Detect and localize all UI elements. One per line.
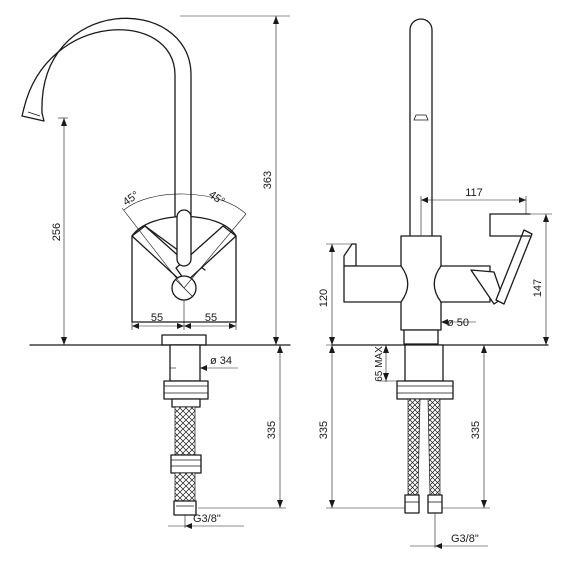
side-hose-length-left-label: 335	[318, 421, 330, 439]
front-spout-outlet	[21, 107, 45, 122]
side-reach-label: 117	[465, 187, 483, 199]
front-angle-arc	[123, 193, 247, 215]
front-spout-inner	[41, 17, 192, 247]
side-hose-right	[427, 398, 441, 496]
front-view: 45° 45° 363 256	[21, 15, 291, 529]
front-hose-length-label: 335	[266, 421, 278, 439]
front-thread-label: G3/8"	[193, 513, 221, 525]
front-lever-center	[176, 209, 192, 267]
side-hose-end-right	[427, 494, 443, 514]
front-shank	[169, 344, 201, 382]
side-hose-end-left	[404, 494, 420, 514]
side-hose-left	[407, 398, 421, 496]
front-base	[161, 334, 207, 346]
side-view: 117 147 120 ø 50 65 MAX 335	[318, 18, 552, 549]
side-handle-left	[343, 243, 357, 267]
front-angle-left-label: 45°	[121, 189, 142, 208]
front-hose-ferrule	[170, 454, 202, 474]
front-offset-right-label: 55	[205, 312, 217, 324]
side-spout	[409, 18, 433, 241]
side-mount-nut	[396, 380, 454, 400]
front-height-spout-label: 256	[51, 223, 63, 241]
side-body-height-label: 120	[318, 289, 330, 307]
side-shank	[404, 344, 444, 382]
front-height-total-label: 363	[262, 171, 274, 189]
side-base	[403, 329, 439, 345]
side-max-thickness-label: 65 MAX	[374, 346, 385, 382]
front-diameter-label: ø 34	[210, 355, 232, 367]
front-angle-right-label: 45°	[206, 189, 227, 208]
front-mount-nut	[163, 380, 209, 400]
front-lever-right	[175, 225, 237, 283]
front-hose	[174, 406, 196, 456]
side-base-diameter-label: ø 50	[447, 317, 469, 329]
side-handle-height-label: 147	[532, 279, 544, 297]
side-lever-arm	[495, 229, 533, 305]
side-hose-length-right-label: 335	[470, 421, 482, 439]
front-offset-left-label: 55	[151, 312, 163, 324]
side-thread-label: G3/8"	[451, 533, 479, 545]
front-spout	[23, 29, 176, 247]
